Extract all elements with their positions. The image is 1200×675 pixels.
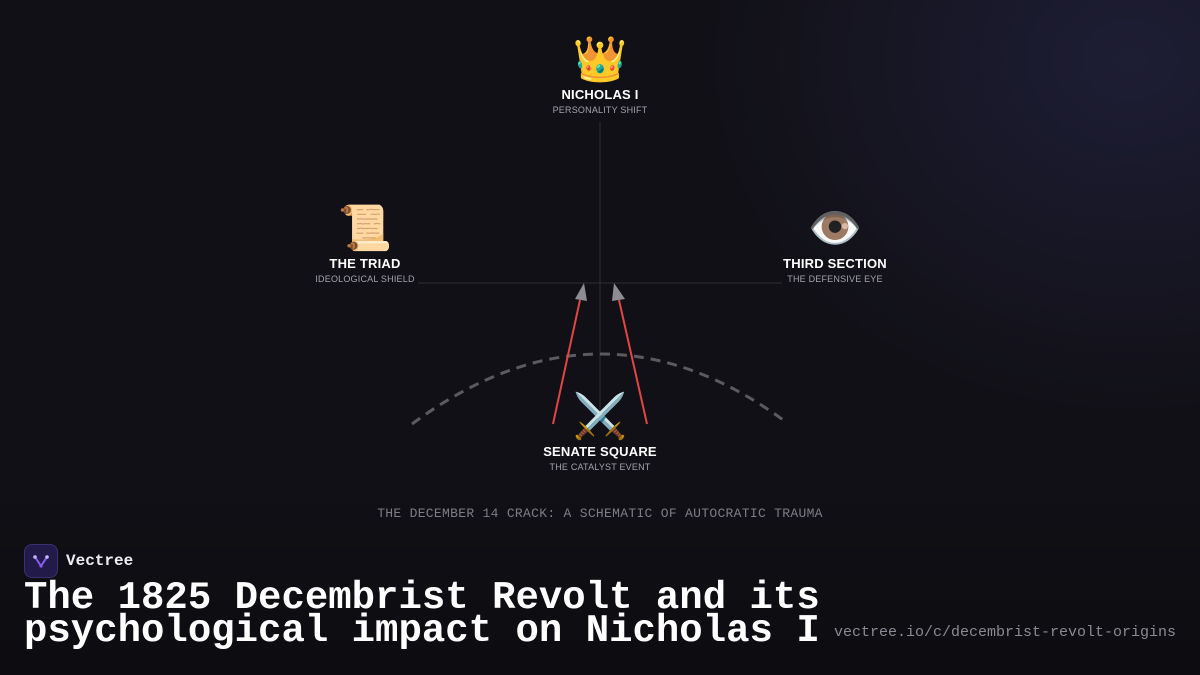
node-subtitle: PERSONALITY SHIFT <box>552 105 648 115</box>
source-url[interactable]: vectree.io/c/decembrist-revolt-origins <box>833 624 1176 641</box>
page-title: The 1825 Decembrist Revolt and its psych… <box>24 579 824 651</box>
node-title: THIRD SECTION <box>783 256 887 271</box>
arrow-right-shaft <box>618 299 648 425</box>
arrow-left-head <box>575 283 587 301</box>
node-subtitle: THE CATALYST EVENT <box>549 462 651 472</box>
dashed-arc <box>411 352 787 426</box>
node-senate-square: ⚔️ SENATE SQUARE THE CATALYST EVENT <box>490 391 710 473</box>
node-subtitle: THE DEFENSIVE EYE <box>787 274 883 284</box>
scroll-icon: 📜 <box>337 203 393 254</box>
crossed-swords-icon: ⚔️ <box>572 391 628 442</box>
node-subtitle: IDEOLOGICAL SHIELD <box>315 274 415 284</box>
arrow-left-shaft <box>552 299 581 425</box>
title-line-2: psychological impact on Nicholas I <box>24 609 820 653</box>
arrow-right-head <box>612 283 625 301</box>
node-title: SENATE SQUARE <box>543 444 657 459</box>
node-triad: 📜 THE TRIAD IDEOLOGICAL SHIELD <box>255 203 475 285</box>
node-third-section: 👁️ THIRD SECTION THE DEFENSIVE EYE <box>725 203 945 285</box>
vectree-logo-icon <box>24 544 58 578</box>
crown-icon: 👑 <box>572 34 628 85</box>
node-nicholas: 👑 NICHOLAS I PERSONALITY SHIFT <box>490 34 710 116</box>
brand-name: Vectree <box>66 552 134 570</box>
node-title: THE TRIAD <box>329 256 401 271</box>
brand[interactable]: Vectree <box>24 544 133 578</box>
eye-icon: 👁️ <box>807 203 863 254</box>
diagram-caption: THE DECEMBER 14 CRACK: A SCHEMATIC OF AU… <box>377 506 823 521</box>
node-title: NICHOLAS I <box>561 87 639 102</box>
title-line-1: The 1825 Decembrist Revolt and its <box>24 576 820 620</box>
